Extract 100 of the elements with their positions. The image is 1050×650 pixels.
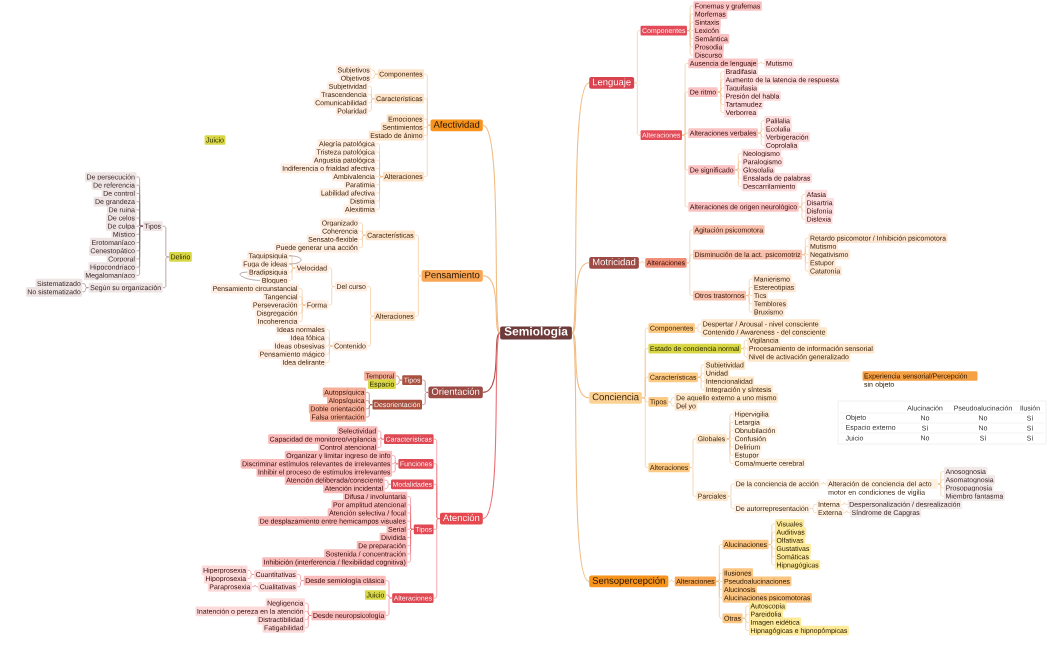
connector-line bbox=[726, 430, 734, 440]
connector-line bbox=[359, 230, 366, 236]
connector-line bbox=[740, 346, 748, 349]
connector-line bbox=[681, 132, 689, 136]
connector-line bbox=[162, 225, 170, 258]
connector-line bbox=[424, 118, 431, 126]
connector-line bbox=[377, 430, 385, 440]
branch-curve bbox=[571, 332, 590, 582]
connector-line bbox=[297, 574, 304, 581]
connector-line bbox=[681, 134, 689, 208]
connector-line bbox=[810, 504, 817, 509]
connector-line bbox=[937, 479, 945, 485]
connector-line bbox=[326, 337, 333, 347]
connector-line bbox=[726, 436, 734, 440]
connector-line bbox=[288, 263, 296, 269]
connector-line bbox=[727, 495, 735, 509]
connector-line bbox=[634, 82, 641, 136]
connector-line bbox=[757, 128, 765, 134]
connector-line bbox=[297, 580, 304, 588]
connector-line bbox=[841, 502, 848, 505]
connector-line bbox=[247, 574, 255, 579]
connector-line bbox=[634, 30, 641, 84]
branch-curve bbox=[571, 332, 590, 399]
connector-line bbox=[716, 579, 723, 582]
connector-line bbox=[745, 293, 753, 296]
connector-line bbox=[798, 206, 806, 220]
main-topic-box: Motricidad bbox=[589, 256, 639, 269]
connector-line bbox=[694, 323, 702, 329]
connector-line bbox=[802, 254, 809, 272]
connector-line bbox=[385, 580, 393, 599]
connector-line bbox=[843, 510, 851, 513]
main-topic-box: Sensopercepción bbox=[589, 575, 669, 588]
connector-line bbox=[384, 484, 392, 489]
connector-line bbox=[326, 345, 333, 363]
connector-line bbox=[367, 315, 374, 347]
connector-line bbox=[136, 224, 143, 227]
connector-line bbox=[366, 404, 373, 418]
connector-line bbox=[391, 455, 399, 465]
connector-line bbox=[395, 379, 403, 385]
connector-line bbox=[726, 438, 734, 464]
connector-line bbox=[304, 615, 312, 629]
main-topic-box: Conciencia bbox=[589, 391, 643, 404]
connector-line bbox=[757, 61, 765, 64]
connector-line bbox=[641, 377, 649, 399]
connector-line bbox=[697, 364, 705, 378]
connector-line bbox=[735, 167, 742, 171]
connector-line bbox=[384, 479, 392, 485]
connector-line bbox=[716, 572, 723, 582]
connector-line bbox=[366, 400, 373, 405]
connector-line bbox=[385, 594, 393, 599]
connector-line bbox=[424, 125, 431, 177]
connector-line bbox=[385, 597, 393, 616]
connector-line bbox=[798, 202, 806, 208]
main-topic-box: Orientación bbox=[428, 386, 483, 399]
connector-line bbox=[371, 69, 378, 75]
connector-line bbox=[391, 463, 399, 473]
connector-line bbox=[433, 484, 441, 519]
connector-line bbox=[371, 73, 378, 79]
connector-line bbox=[820, 481, 827, 485]
connector-line bbox=[377, 438, 385, 448]
connector-line bbox=[326, 343, 333, 347]
connector-line bbox=[162, 256, 170, 288]
connector-line bbox=[727, 483, 735, 497]
connector-line bbox=[368, 98, 375, 112]
connector-line bbox=[395, 375, 403, 381]
connector-line bbox=[689, 438, 697, 468]
connector-line bbox=[810, 508, 817, 513]
main-topic-box: Afectividad bbox=[430, 119, 483, 132]
connector-line bbox=[638, 260, 646, 264]
connector-line bbox=[686, 30, 694, 56]
connector-line bbox=[757, 132, 765, 146]
relationship-curve bbox=[239, 271, 261, 281]
main-topic-box: Lenguaje bbox=[589, 77, 635, 89]
connector-line bbox=[298, 296, 306, 306]
connector-line bbox=[641, 397, 649, 468]
connector-line bbox=[717, 91, 725, 113]
connector-line bbox=[304, 611, 312, 616]
connector-line bbox=[136, 225, 143, 276]
connector-line bbox=[686, 262, 694, 296]
connector-line bbox=[668, 579, 675, 582]
connector-line bbox=[742, 613, 750, 619]
connector-line bbox=[768, 544, 776, 566]
connector-line bbox=[415, 275, 422, 317]
central-topic-box: Semiología bbox=[500, 326, 572, 340]
connector-line bbox=[415, 235, 422, 277]
connector-line bbox=[717, 87, 725, 93]
connector-line bbox=[668, 397, 675, 403]
connector-line bbox=[802, 252, 809, 255]
connector-line bbox=[668, 401, 675, 407]
connector-line bbox=[407, 520, 414, 530]
branch-curve bbox=[482, 275, 501, 334]
connector-line bbox=[376, 176, 383, 210]
connector-line bbox=[288, 267, 296, 281]
connector-line bbox=[251, 584, 259, 588]
connector-line bbox=[433, 518, 441, 599]
connector-line bbox=[694, 327, 702, 333]
connector-line bbox=[742, 618, 750, 631]
connector-line bbox=[377, 437, 385, 440]
connector-line bbox=[376, 174, 383, 177]
connector-line bbox=[735, 169, 742, 187]
